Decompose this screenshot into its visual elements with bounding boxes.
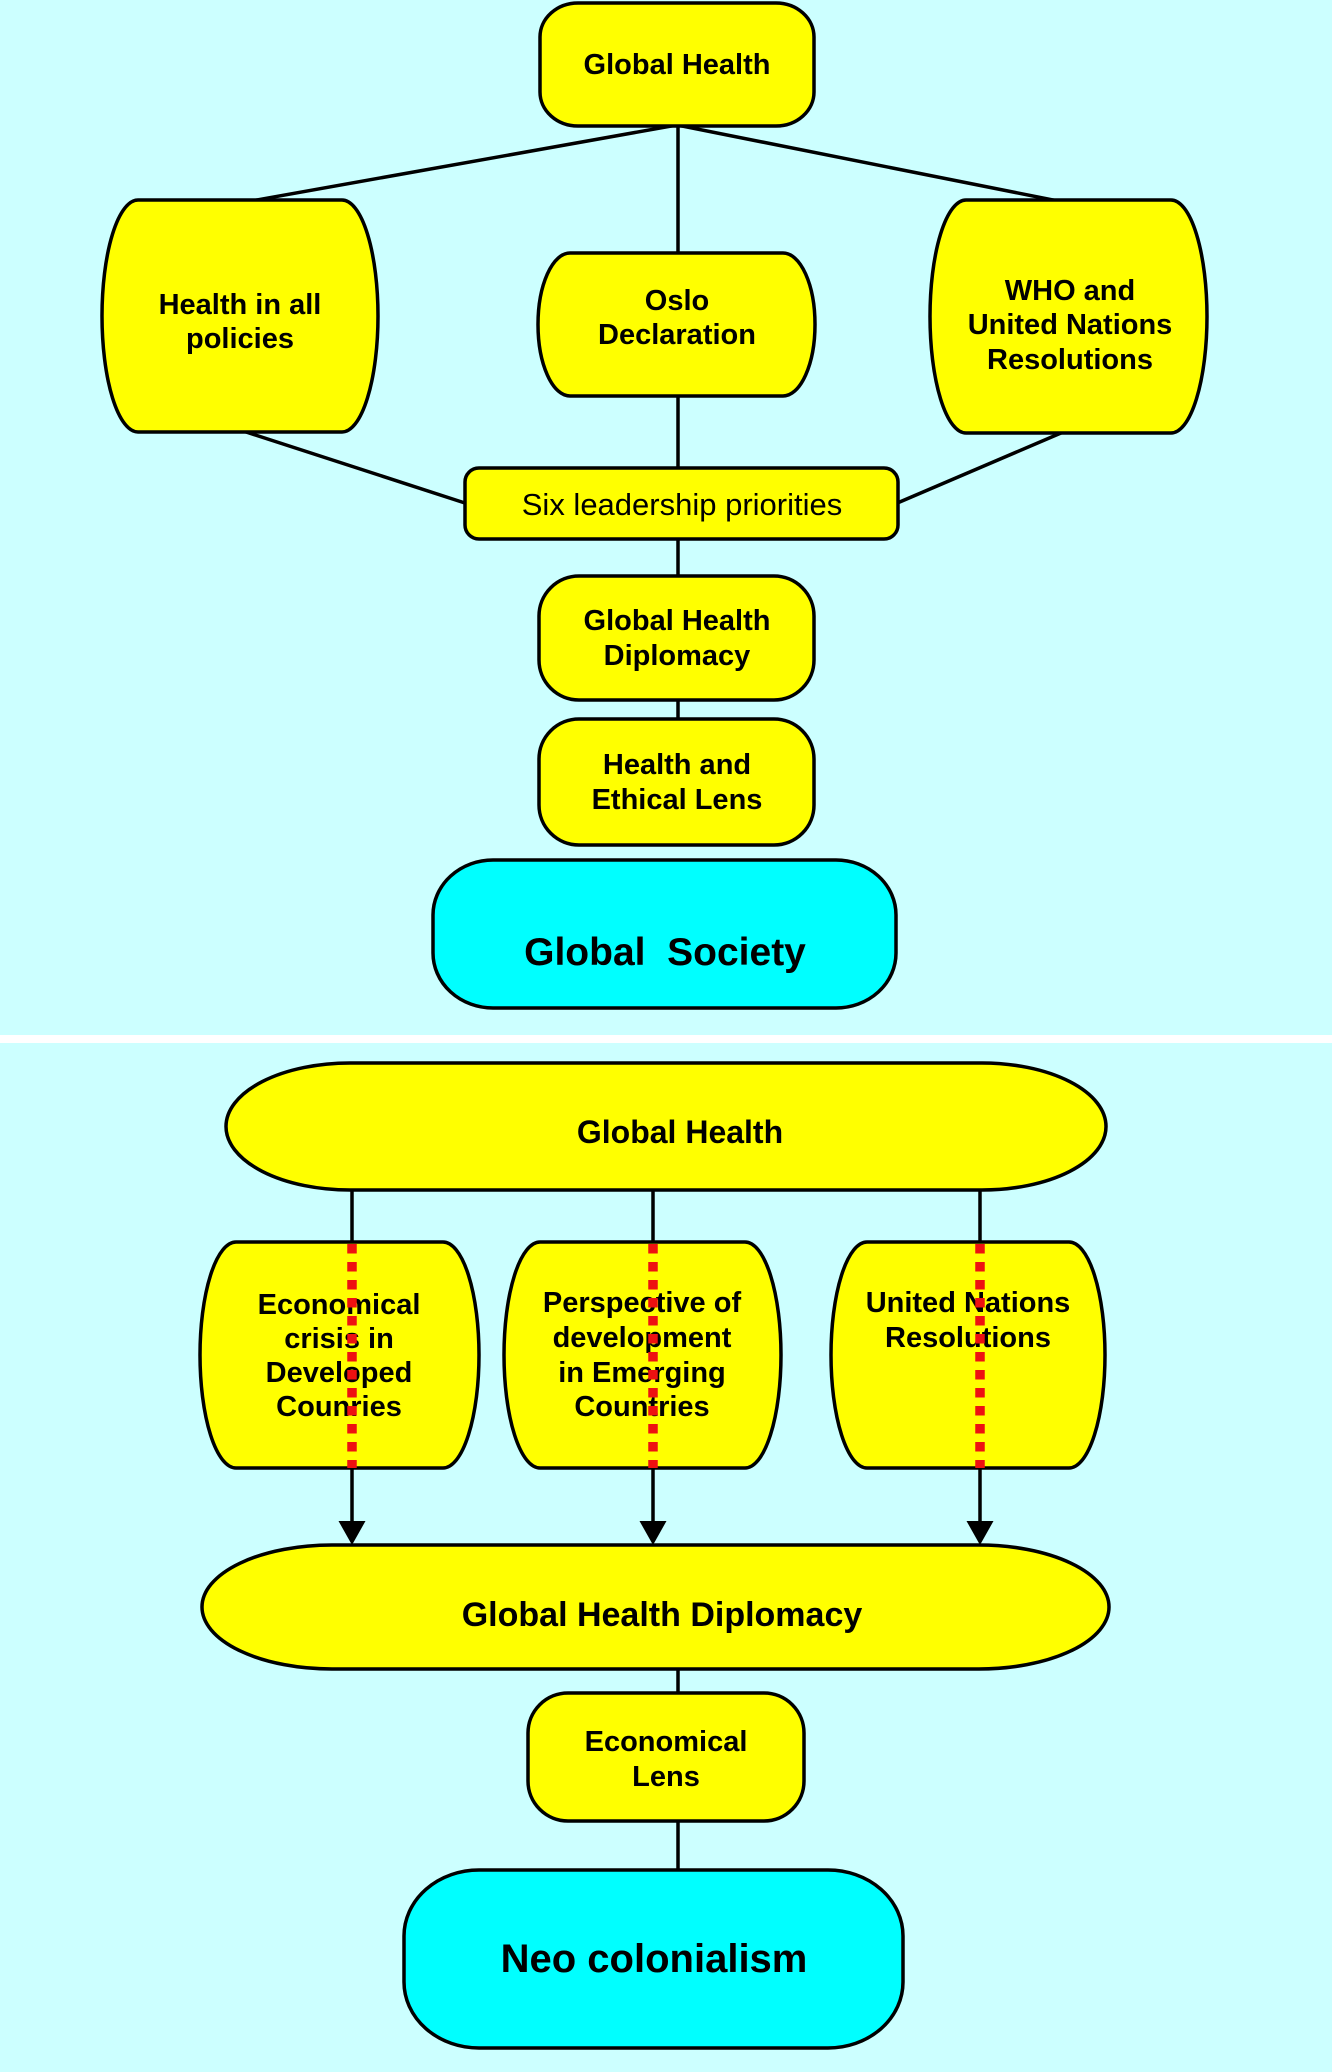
svg-text:Declaration: Declaration — [598, 319, 756, 351]
svg-text:Resolutions: Resolutions — [987, 344, 1153, 376]
svg-text:Counries: Counries — [276, 1391, 402, 1423]
svg-text:Diplomacy: Diplomacy — [604, 640, 751, 672]
svg-text:Economical: Economical — [258, 1289, 421, 1321]
svg-text:crisis in: crisis in — [284, 1323, 394, 1355]
svg-text:Health in all: Health in all — [159, 289, 322, 321]
svg-text:Lens: Lens — [632, 1761, 700, 1793]
svg-text:policies: policies — [186, 323, 294, 355]
svg-text:development: development — [553, 1322, 732, 1354]
svg-text:Neo colonialism: Neo colonialism — [501, 1937, 808, 1981]
svg-text:Oslo: Oslo — [645, 285, 709, 317]
svg-text:Perspective of: Perspective of — [543, 1287, 742, 1319]
svg-text:Global Health Diplomacy: Global Health Diplomacy — [462, 1596, 863, 1634]
svg-text:Health and: Health and — [603, 749, 751, 781]
svg-text:Six leadership priorities: Six leadership priorities — [522, 487, 842, 522]
svg-text:Countries: Countries — [574, 1391, 709, 1423]
svg-text:Economical: Economical — [585, 1726, 748, 1758]
svg-text:United Nations: United Nations — [968, 309, 1173, 341]
svg-text:WHO and: WHO and — [1005, 275, 1136, 307]
svg-text:in Emerging: in Emerging — [558, 1357, 726, 1389]
svg-text:Resolutions: Resolutions — [885, 1322, 1051, 1354]
svg-text:United Nations: United Nations — [866, 1287, 1071, 1319]
svg-text:Global Health: Global Health — [577, 1114, 783, 1150]
svg-text:Developed: Developed — [266, 1357, 413, 1389]
svg-text:Global Health: Global Health — [584, 605, 771, 637]
svg-text:Global Health: Global Health — [584, 49, 771, 81]
svg-text:Global Society: Global Society — [524, 931, 806, 974]
svg-text:Ethical Lens: Ethical Lens — [592, 784, 763, 816]
